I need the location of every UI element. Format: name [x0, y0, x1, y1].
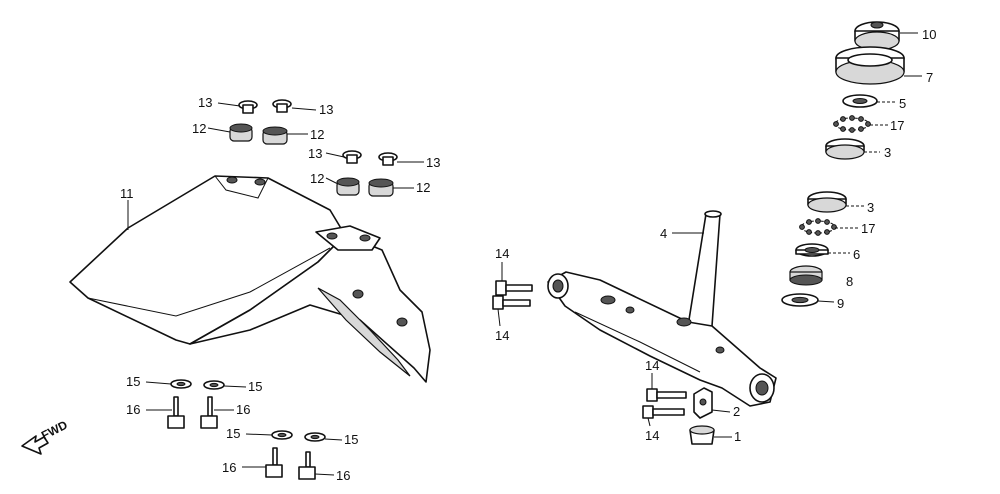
front-fender: [69, 175, 431, 383]
callout-2: 2: [733, 404, 740, 419]
callout-8: 8: [846, 274, 853, 289]
rubber-mounts: [229, 99, 398, 197]
lower-bearing-stack: [781, 191, 847, 307]
callout-10: 10: [922, 27, 936, 42]
fwd-label: FWD: [39, 418, 70, 443]
callout-15b: 15: [248, 379, 262, 394]
callout-13a: 13: [198, 95, 212, 110]
callout-17b: 17: [861, 221, 875, 236]
callout-11: 11: [120, 186, 134, 201]
callout-15c: 15: [226, 426, 240, 441]
callout-15d: 15: [344, 432, 358, 447]
callout-9: 9: [837, 296, 844, 311]
callout-16a: 16: [126, 402, 140, 417]
callout-14a: 14: [495, 246, 509, 261]
callout-16c: 16: [222, 460, 236, 475]
callout-3a: 3: [884, 145, 891, 160]
callout-13c: 13: [308, 146, 322, 161]
callout-16b: 16: [236, 402, 250, 417]
callout-14b: 14: [495, 328, 509, 343]
callout-14d: 14: [645, 428, 659, 443]
fender-bolts-washers: [167, 379, 326, 480]
callout-16d: 16: [336, 468, 350, 483]
stem-cap: [689, 425, 715, 445]
bracket-bolts-lower: [642, 388, 687, 419]
callout-12c: 12: [310, 171, 324, 186]
callout-12a: 12: [192, 121, 206, 136]
callout-12b: 12: [310, 127, 324, 142]
callout-1: 1: [734, 429, 741, 444]
callout-5: 5: [899, 96, 906, 111]
callout-7: 7: [926, 70, 933, 85]
upper-bearing-stack: [825, 21, 905, 160]
callout-12d: 12: [416, 180, 430, 195]
callout-13d: 13: [426, 155, 440, 170]
callout-3b: 3: [867, 200, 874, 215]
forward-arrow: FWD: [21, 418, 70, 455]
steering-stem: [547, 210, 777, 407]
callout-4: 4: [660, 226, 667, 241]
callout-6: 6: [853, 247, 860, 262]
cable-bracket: [693, 387, 713, 419]
callout-17a: 17: [890, 118, 904, 133]
bracket-bolts-upper: [492, 280, 533, 310]
callout-14c: 14: [645, 358, 659, 373]
callout-13b: 13: [319, 102, 333, 117]
callout-15a: 15: [126, 374, 140, 389]
